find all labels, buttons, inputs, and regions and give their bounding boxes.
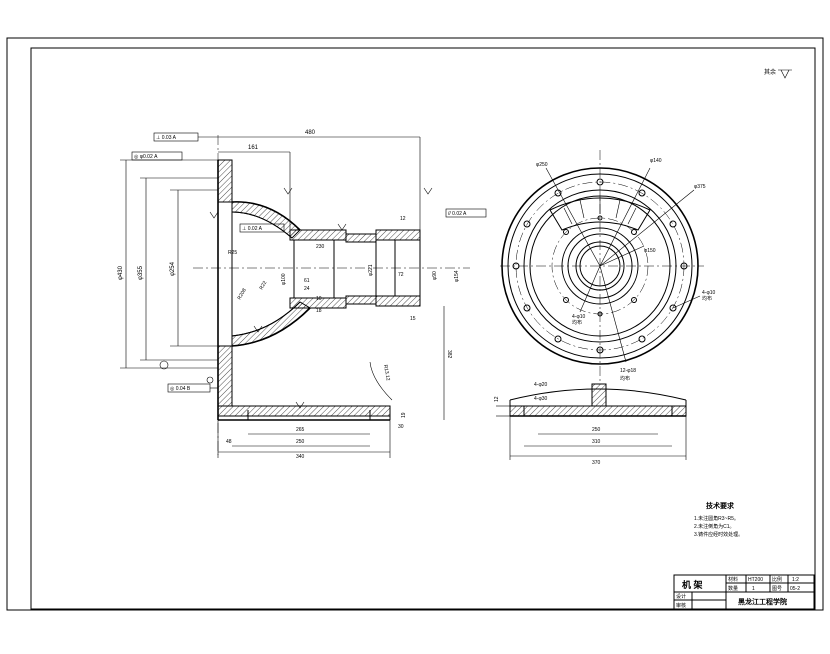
svg-text:10: 10 — [316, 296, 322, 302]
svg-text:审核: 审核 — [676, 602, 686, 609]
svg-text:数量: 数量 — [728, 585, 738, 592]
svg-text:18: 18 — [316, 308, 322, 314]
svg-text:技术要求: 技术要求 — [706, 501, 735, 510]
svg-text:382: 382 — [446, 350, 452, 359]
svg-text:370: 370 — [592, 460, 601, 466]
datum-b-symbol — [206, 376, 214, 384]
svg-text:1.未注圆角R3~R5。: 1.未注圆角R3~R5。 — [694, 515, 739, 522]
svg-text:◎ 0.04 B: ◎ 0.04 B — [170, 386, 191, 392]
bearing-seat-bottom — [375, 295, 421, 307]
svg-text:其余: 其余 — [764, 68, 776, 76]
svg-text:265: 265 — [296, 427, 305, 433]
svg-text:61: 61 — [304, 278, 310, 284]
svg-text:φ100: φ100 — [281, 273, 287, 285]
svg-text:均布: 均布 — [620, 375, 630, 382]
top-rib-window — [549, 197, 651, 231]
svg-text:72: 72 — [398, 272, 404, 278]
svg-text:R22: R22 — [259, 280, 269, 291]
svg-text:φ140: φ140 — [650, 158, 662, 164]
gdt-frame-5: ◎ 0.04 B — [167, 383, 218, 393]
svg-text:230: 230 — [316, 244, 325, 250]
svg-text:均布: 均布 — [702, 295, 712, 302]
gdt-frame-3: ⊥ 0.02 A — [239, 223, 285, 233]
svg-text:250: 250 — [592, 427, 601, 433]
svg-text:161: 161 — [248, 145, 259, 151]
inner-holes-4 — [563, 215, 637, 317]
svg-text:310: 310 — [592, 439, 601, 445]
title-block: 机 架 材料 HT200 比例 1:2 数量 1 图号 05-2 设计 审核 黑… — [673, 574, 815, 610]
svg-text:05-2: 05-2 — [790, 586, 800, 592]
svg-text:250: 250 — [296, 439, 305, 445]
svg-text:3.铸件应经时效处理。: 3.铸件应经时效处理。 — [694, 531, 743, 538]
svg-text:12: 12 — [400, 216, 406, 222]
svg-text:机 架: 机 架 — [682, 579, 703, 590]
bearing-seat-top — [375, 229, 421, 241]
svg-text:1:2: 1:2 — [792, 577, 799, 583]
flange-top-section — [217, 159, 233, 203]
end-view: φ250 φ140 φ375 φ150 4-φ10 均布 4-φ10 均布 12… — [500, 150, 715, 384]
section-view: 480 161 φ430 φ355 φ254 φ100 61 24 φ90 φ1… — [118, 130, 487, 460]
svg-text:φ250: φ250 — [536, 162, 548, 168]
bowl-wall-lower — [231, 301, 311, 347]
technical-requirements: 技术要求 1.未注圆角R3~R5。 2.未注倒角为C1。 3.铸件应经时效处理。 — [694, 501, 743, 538]
svg-text:⊥ 0.02 A: ⊥ 0.02 A — [242, 226, 263, 232]
svg-text:24: 24 — [304, 286, 310, 292]
svg-text:4-φ10: 4-φ10 — [572, 314, 585, 320]
svg-text:480: 480 — [305, 130, 316, 136]
svg-text:12: 12 — [494, 396, 500, 402]
bottom-view: 250 310 370 4-φ20 4-φ30 12 — [494, 382, 687, 466]
bottom-rib — [591, 383, 607, 407]
outer-border — [6, 37, 824, 611]
svg-text:φ90: φ90 — [432, 271, 438, 280]
svg-text:φ355: φ355 — [138, 265, 144, 280]
svg-text:均布: 均布 — [572, 319, 582, 326]
outer-flange-circle — [501, 167, 699, 365]
svg-text:4-φ10: 4-φ10 — [702, 290, 715, 296]
roughness-marks — [209, 187, 433, 409]
gdt-frame-1: ⊥ 0.03 A — [153, 132, 218, 142]
svg-text:48: 48 — [226, 439, 232, 445]
svg-text:R25: R25 — [228, 250, 237, 256]
roughness-note: 其余 — [764, 68, 792, 79]
gdt-frame-4: // 0.02 A — [445, 208, 487, 218]
svg-text:15: 15 — [410, 316, 416, 322]
svg-text:φ150: φ150 — [644, 248, 656, 254]
tube-wall-bottom — [345, 295, 377, 305]
svg-text:φ254: φ254 — [170, 261, 176, 276]
hub-wall-top — [289, 229, 347, 241]
svg-text:R208: R208 — [237, 287, 248, 301]
svg-text:4-φ30: 4-φ30 — [534, 396, 547, 402]
svg-text:2.未注倒角为C1。: 2.未注倒角为C1。 — [694, 523, 735, 530]
svg-text:⊥ 0.03 A: ⊥ 0.03 A — [156, 135, 177, 141]
svg-text:设计: 设计 — [676, 593, 686, 600]
svg-text:材料: 材料 — [728, 576, 738, 583]
svg-text:黑龙江工程学院: 黑龙江工程学院 — [738, 597, 787, 606]
svg-text:340: 340 — [296, 454, 305, 460]
svg-text:4-φ20: 4-φ20 — [534, 382, 547, 388]
gdt-frame-2: ◎ φ0.02 A — [131, 151, 183, 161]
svg-text:φ375: φ375 — [694, 184, 706, 190]
svg-text:19: 19 — [401, 412, 407, 418]
svg-text:12-φ18: 12-φ18 — [620, 368, 636, 374]
flange-bottom-section — [217, 345, 233, 407]
svg-text:比例: 比例 — [772, 576, 782, 583]
svg-text:R13.12: R13.12 — [382, 364, 391, 381]
svg-text:1: 1 — [752, 586, 755, 592]
svg-text:φ430: φ430 — [118, 265, 124, 280]
svg-text:◎ φ0.02 A: ◎ φ0.02 A — [134, 154, 158, 160]
svg-text:30: 30 — [398, 424, 404, 430]
svg-text:图号: 图号 — [772, 586, 782, 592]
bottom-base-plate — [509, 405, 687, 417]
svg-text:φ221: φ221 — [368, 264, 374, 276]
tube-wall-top — [345, 233, 377, 243]
svg-text:φ154: φ154 — [454, 270, 460, 282]
svg-text:// 0.02 A: // 0.02 A — [448, 211, 467, 217]
base-plate — [217, 405, 391, 417]
datum-a-symbol — [159, 360, 169, 370]
inner-border — [30, 47, 816, 610]
svg-text:HT200: HT200 — [748, 577, 763, 583]
